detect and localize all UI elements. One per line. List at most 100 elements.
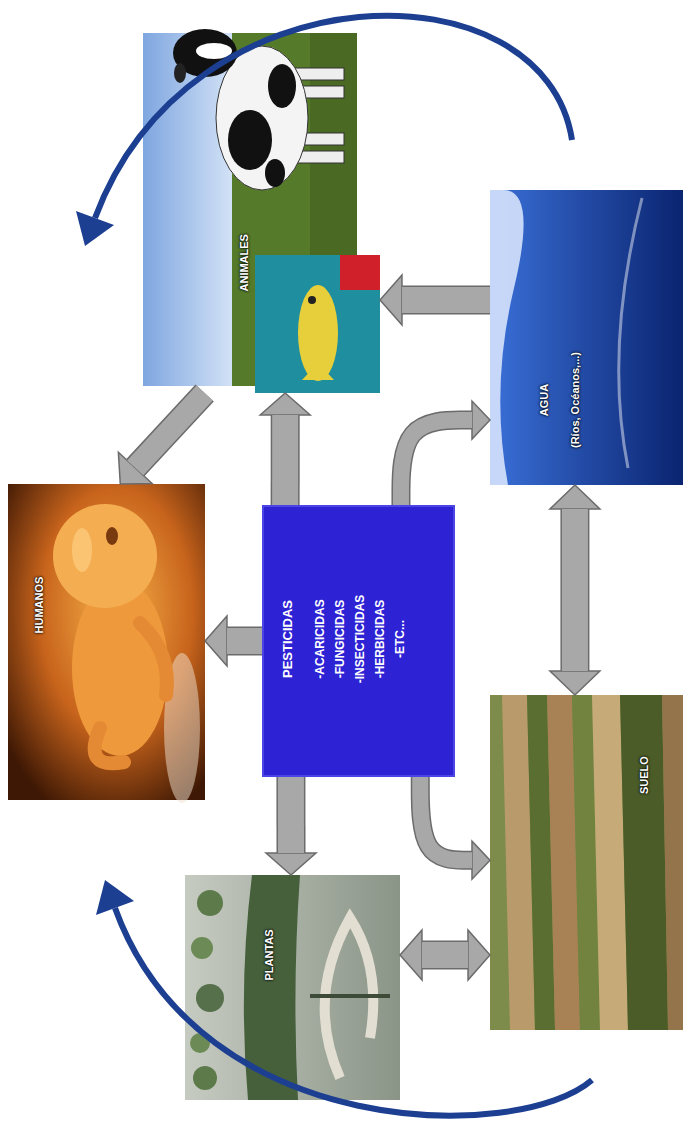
fetus-photo-part — [106, 527, 118, 545]
arrow-head — [550, 485, 600, 509]
cycle-arrow-part — [95, 16, 572, 218]
arrow-head — [260, 393, 310, 415]
soil-photo-part — [662, 695, 683, 1030]
block-arrow — [400, 930, 490, 980]
label-group: SUELO — [638, 756, 651, 794]
pesticides-box: PESTICIDAS -ACARICIDAS-FUNGICIDAS-INSECTI… — [262, 505, 455, 777]
soil-photo-part — [490, 695, 683, 1030]
cow-photo — [143, 29, 357, 386]
arrow-shaft — [227, 628, 262, 654]
water-photo-part — [490, 190, 524, 485]
cycle-arrow-part — [76, 211, 114, 246]
cow-photo-part — [174, 63, 186, 83]
cow-photo-part — [265, 159, 285, 187]
arrow-shaft — [562, 509, 588, 671]
arrow-outline — [271, 415, 300, 505]
plants-photo-node: PLANTAS — [185, 875, 400, 1100]
plant-photo — [185, 875, 400, 1100]
plant-photo-part — [196, 984, 224, 1012]
animals-photo-node: ANIMALES — [143, 33, 380, 393]
block-arrow — [118, 393, 204, 484]
plant-photo-part — [191, 937, 213, 959]
label-group: ANIMALES — [238, 234, 251, 291]
node-label: HUMANOS — [33, 577, 46, 634]
arrow-shaft — [278, 777, 304, 853]
block-arrow — [550, 485, 600, 695]
fetus-photo-part — [72, 528, 92, 572]
arrow-shaft — [420, 777, 472, 860]
arrow-outline — [276, 777, 305, 853]
fetus-photo-part — [72, 580, 168, 756]
node-label: -HERBICIDAS — [370, 511, 390, 767]
soil-photo — [490, 695, 683, 1030]
arrow-outline — [402, 286, 490, 315]
arrow-outline — [560, 509, 589, 671]
block-arrow — [266, 777, 316, 875]
plant-photo-part — [185, 875, 400, 1100]
fish-photo-part — [302, 363, 334, 380]
arrow-head — [380, 275, 402, 325]
arrow-shaft — [402, 287, 490, 313]
water-photo-node: AGUA (Ríos, Océanos,...) — [490, 190, 683, 485]
arrow-head — [400, 930, 422, 980]
cow-photo-part — [268, 64, 296, 108]
fish-photo-part — [340, 255, 380, 290]
node-label: PLANTAS — [263, 929, 276, 980]
arrow-outline — [401, 420, 472, 505]
arrow-head — [472, 841, 490, 879]
cycle-arrow — [96, 880, 592, 1116]
cycle-arrow-part — [96, 880, 134, 915]
node-label: AGUA — [538, 352, 551, 448]
node-label: -ACARICIDAS — [310, 511, 330, 767]
arrow-shaft — [401, 420, 472, 505]
block-arrow — [380, 275, 490, 325]
arrow-head — [468, 930, 490, 980]
label-group: AGUA (Ríos, Océanos,...) — [538, 352, 582, 448]
arrow-outline — [422, 940, 468, 969]
plant-photo-part — [197, 890, 223, 916]
arrow-head — [266, 853, 316, 875]
cycle-arrow-part — [115, 908, 592, 1116]
fetus-photo — [8, 484, 205, 803]
plant-photo-part — [193, 1066, 217, 1090]
soil-photo-node: SUELO — [490, 695, 683, 1030]
arrow-shaft — [422, 942, 468, 968]
arrow-shaft — [272, 415, 298, 505]
fish-photo — [255, 255, 380, 393]
fish-photo-part — [255, 255, 380, 393]
fetus-photo-part — [95, 728, 124, 763]
fish-photo-part — [298, 285, 338, 381]
block-arrow — [260, 393, 310, 505]
arrow-head — [550, 671, 600, 695]
arrow-shaft — [135, 393, 204, 468]
node-label: -ETC... — [390, 511, 410, 767]
water-photo-part — [490, 190, 683, 485]
box-heading: PESTICIDAS — [278, 511, 298, 767]
cycle-arrow — [76, 16, 572, 246]
block-arrow — [401, 401, 490, 505]
water-photo — [490, 190, 683, 485]
block-arrow — [205, 616, 262, 666]
water-photo-part — [619, 198, 642, 468]
plant-photo-part — [310, 994, 390, 998]
node-label: -INSECTICIDAS — [350, 511, 370, 767]
arrow-outline — [135, 393, 204, 468]
block-arrow — [420, 777, 490, 879]
node-label: ANIMALES — [238, 234, 251, 291]
node-label: SUELO — [638, 756, 651, 794]
arrow-head — [472, 401, 490, 439]
arrow-outline — [420, 777, 472, 860]
soil-photo-part — [620, 695, 668, 1030]
fetus-photo-part — [140, 623, 167, 695]
fish-photo-part — [308, 296, 316, 304]
label-group: PESTICIDAS -ACARICIDAS-FUNGICIDAS-INSECTI… — [264, 503, 424, 775]
humans-photo-node: HUMANOS — [8, 484, 205, 800]
label-group: PLANTAS — [263, 929, 276, 980]
arrow-outline — [227, 627, 262, 656]
label-group: HUMANOS — [33, 577, 46, 634]
cow-photo-part — [228, 110, 272, 170]
node-label: (Ríos, Océanos,...) — [569, 352, 582, 448]
arrow-head — [205, 616, 227, 666]
node-label: -FUNGICIDAS — [330, 511, 350, 767]
